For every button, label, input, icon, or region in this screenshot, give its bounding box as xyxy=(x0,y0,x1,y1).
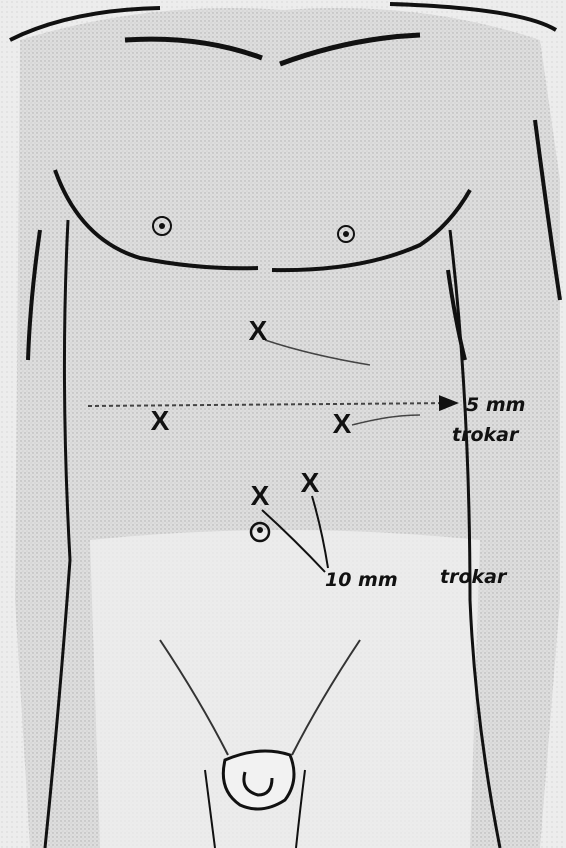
label-10mm-word: trokar xyxy=(440,566,508,588)
left-nipple-center xyxy=(159,223,165,229)
port-mark-right-lower: X xyxy=(301,467,320,498)
port-mark-umbilical: X xyxy=(251,480,270,511)
port-mark-right-flank: X xyxy=(333,408,352,439)
right-nipple-center xyxy=(343,231,349,237)
genitalia-outline xyxy=(223,751,294,809)
label-5mm-size: 5 mm xyxy=(466,394,525,416)
label-10mm-size: 10 mm xyxy=(325,569,398,591)
port-mark-epigastric: X xyxy=(249,315,268,346)
label-5mm-word: trokar xyxy=(452,424,520,446)
port-mark-left-flank: X xyxy=(151,405,170,436)
umbilicus-center xyxy=(257,527,263,533)
